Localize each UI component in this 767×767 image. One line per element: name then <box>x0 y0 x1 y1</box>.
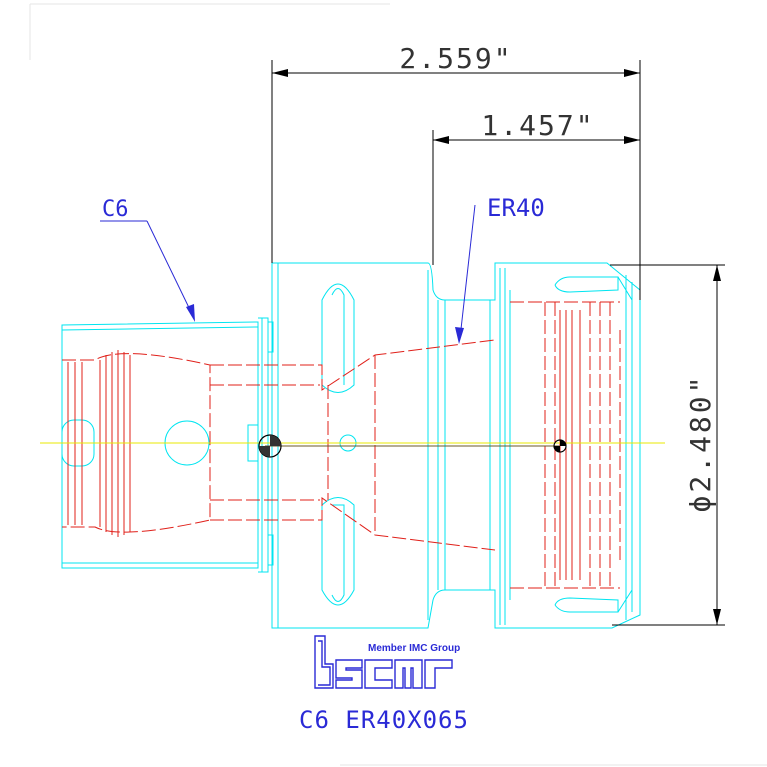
logo-tagline: Member IMC Group <box>368 643 460 654</box>
diameter-label: ϕ2.480" <box>684 373 717 512</box>
wrench-slot-top <box>321 283 355 393</box>
hidden-lines <box>62 301 621 589</box>
gauge-point-right <box>553 439 567 453</box>
hidden-ribs <box>67 310 581 580</box>
part-number: C6 ER40X065 <box>299 706 469 734</box>
iscar-logo: Member IMC Group <box>314 635 460 689</box>
collet-length-label: 1.457" <box>481 109 594 142</box>
body-outline <box>271 262 641 629</box>
nut-slot-top <box>554 276 619 293</box>
dimension-lines <box>271 60 725 626</box>
collet-callout-label: ER40 <box>487 194 545 222</box>
shank-callout-label: C6 <box>102 197 129 222</box>
collet-leader <box>459 204 476 339</box>
logo-mark <box>314 635 453 689</box>
collet-leader-arrow <box>455 327 464 344</box>
gauge-point-left <box>258 434 282 458</box>
tool-outline <box>61 262 641 629</box>
wrench-slot-bottom <box>321 497 355 606</box>
shank-leader <box>146 220 194 317</box>
shank-flange <box>258 317 269 573</box>
overall-length-label: 2.559" <box>399 42 512 75</box>
dimension-arrows <box>272 69 721 625</box>
shank-outline <box>61 321 259 569</box>
shank-leader-arrow <box>186 304 195 322</box>
nut-slot-bottom <box>554 597 619 613</box>
